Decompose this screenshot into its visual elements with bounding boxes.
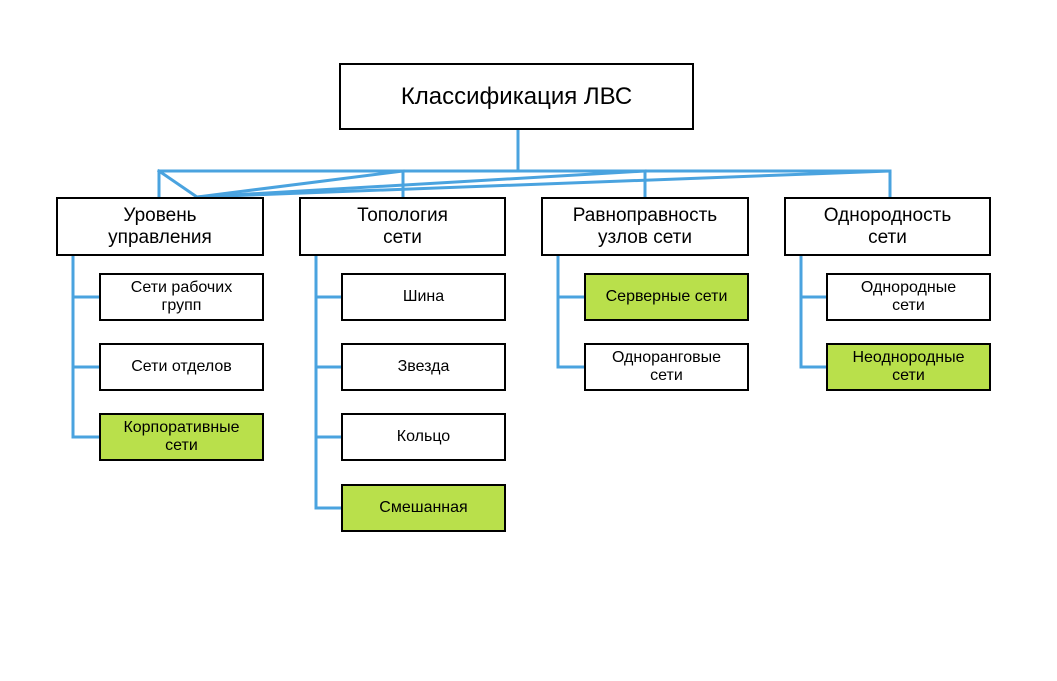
leaf-node-highlighted: Корпоративные сети	[99, 413, 264, 461]
connector-line	[195, 169, 647, 199]
leaf-node: Однородные сети	[826, 273, 991, 321]
leaf-label: Неоднородные сети	[852, 348, 965, 384]
connector-line	[156, 168, 200, 200]
connector-line	[195, 169, 892, 199]
leaf-node: Звезда	[341, 343, 506, 391]
category-label: Уровень управления	[108, 204, 212, 248]
leaf-label: Кольцо	[396, 427, 451, 445]
leaf-node-highlighted: Неоднородные сети	[826, 343, 991, 391]
leaf-node: Одноранговые сети	[584, 343, 749, 391]
leaf-label: Серверные сети	[605, 287, 728, 305]
leaf-label: Корпоративные сети	[123, 418, 240, 454]
category-node-node-equality: Равноправность узлов сети	[541, 197, 749, 256]
leaf-node: Сети рабочих групп	[99, 273, 264, 321]
leaf-node: Шина	[341, 273, 506, 321]
leaf-label: Одноранговые сети	[611, 348, 722, 384]
leaf-node-highlighted: Смешанная	[341, 484, 506, 532]
leaf-label: Сети рабочих групп	[130, 278, 233, 314]
leaf-label: Однородные сети	[860, 278, 957, 314]
category-node-topology: Топология сети	[299, 197, 506, 256]
category-node-homogeneity: Однородность сети	[784, 197, 991, 256]
root-label: Классификация ЛВС	[400, 82, 633, 110]
root-node: Классификация ЛВС	[339, 63, 694, 130]
leaf-node: Сети отделов	[99, 343, 264, 391]
category-node-control-level: Уровень управления	[56, 197, 264, 256]
leaf-label: Звезда	[397, 357, 450, 375]
category-label: Равноправность узлов сети	[572, 204, 718, 248]
category-label: Топология сети	[357, 204, 448, 248]
leaf-label: Шина	[402, 287, 445, 305]
connector-line	[195, 169, 405, 199]
leaf-node-highlighted: Серверные сети	[584, 273, 749, 321]
category-label: Однородность сети	[823, 204, 952, 248]
leaf-label: Смешанная	[379, 498, 468, 516]
leaf-node: Кольцо	[341, 413, 506, 461]
leaf-label: Сети отделов	[131, 357, 232, 375]
